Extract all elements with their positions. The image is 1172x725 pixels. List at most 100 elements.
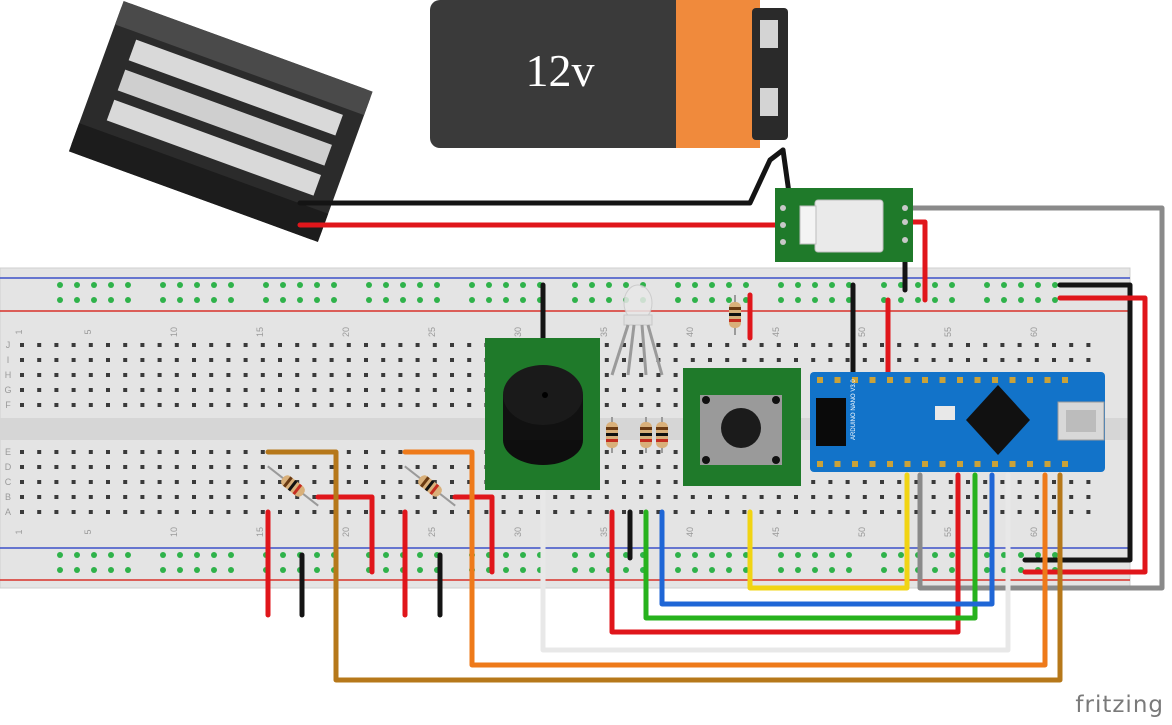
rail-hole bbox=[366, 282, 372, 288]
breadboard-hole bbox=[398, 480, 403, 484]
breadboard-hole bbox=[536, 495, 540, 499]
breadboard-hole bbox=[37, 343, 42, 347]
breadboard-hole bbox=[725, 358, 730, 362]
breadboard-hole bbox=[260, 388, 265, 392]
breadboard-hole bbox=[501, 510, 506, 514]
column-number: 35 bbox=[599, 327, 609, 337]
rail-hole bbox=[383, 297, 389, 303]
arduino-label: ARDUINO NANO V3.0 bbox=[851, 379, 857, 440]
breadboard-hole bbox=[742, 343, 747, 347]
rail-hole bbox=[743, 282, 749, 288]
rail-hole bbox=[795, 282, 801, 288]
rail-hole bbox=[812, 282, 818, 288]
breadboard-hole bbox=[794, 358, 798, 362]
nano-pin bbox=[974, 461, 981, 467]
breadboard-hole bbox=[140, 388, 145, 392]
breadboard-hole bbox=[897, 480, 902, 484]
breadboard-hole bbox=[37, 388, 42, 392]
breadboard-hole bbox=[467, 403, 472, 407]
rail-hole bbox=[160, 282, 166, 288]
breadboard-hole bbox=[656, 403, 661, 407]
rail-hole bbox=[417, 552, 423, 558]
breadboard-hole bbox=[1069, 358, 1074, 362]
breadboard-hole bbox=[123, 343, 128, 347]
breadboard-hole bbox=[20, 403, 24, 407]
breadboard-hole bbox=[880, 495, 884, 499]
breadboard-hole bbox=[931, 495, 936, 499]
breadboard-hole bbox=[415, 343, 420, 347]
breadboard-hole bbox=[88, 495, 93, 499]
breadboard-hole bbox=[1052, 358, 1056, 362]
rail-hole bbox=[846, 552, 852, 558]
rail-hole bbox=[898, 552, 904, 558]
breadboard-hole bbox=[106, 403, 110, 407]
breadboard-hole bbox=[708, 343, 712, 347]
rail-hole bbox=[280, 282, 286, 288]
breadboard-hole bbox=[432, 403, 437, 407]
nano-pin bbox=[1044, 377, 1051, 383]
rail-hole bbox=[469, 282, 475, 288]
rail-hole bbox=[469, 297, 475, 303]
breadboard-hole bbox=[639, 388, 644, 392]
breadboard-hole bbox=[880, 358, 884, 362]
rail-hole bbox=[74, 567, 80, 573]
breadboard-hole bbox=[260, 358, 265, 362]
nano-pin bbox=[974, 377, 981, 383]
rail-hole bbox=[1035, 552, 1041, 558]
breadboard-hole bbox=[673, 510, 678, 514]
breadboard-hole bbox=[106, 510, 110, 514]
resistor-icon bbox=[267, 465, 319, 507]
nano-pin bbox=[1009, 377, 1016, 383]
wires bbox=[265, 147, 1165, 683]
breadboard-hole bbox=[88, 358, 93, 362]
breadboard-hole bbox=[880, 480, 884, 484]
rail-hole bbox=[297, 282, 303, 288]
breadboard-hole bbox=[673, 465, 678, 469]
breadboard-hole bbox=[415, 510, 420, 514]
breadboard-hole bbox=[776, 495, 781, 499]
breadboard-hole bbox=[948, 358, 953, 362]
breadboard-hole bbox=[312, 465, 317, 469]
breadboard-hole bbox=[708, 358, 712, 362]
breadboard-hole bbox=[381, 510, 386, 514]
breadboard-hole bbox=[54, 358, 59, 362]
rail-hole bbox=[829, 552, 835, 558]
breadboard-hole bbox=[1034, 343, 1039, 347]
rail-hole bbox=[74, 297, 80, 303]
breadboard-hole bbox=[1052, 495, 1056, 499]
breadboard-hole bbox=[432, 343, 437, 347]
breadboard-hole bbox=[346, 388, 351, 392]
rail-hole bbox=[709, 567, 715, 573]
breadboard-hole bbox=[243, 510, 248, 514]
wire-yellow bbox=[747, 472, 910, 591]
rail-hole bbox=[57, 552, 63, 558]
breadboard-hole bbox=[106, 358, 110, 362]
breadboard-hole bbox=[192, 510, 196, 514]
breadboard-hole bbox=[880, 510, 884, 514]
nano-pin bbox=[922, 377, 928, 383]
breadboard-hole bbox=[123, 480, 128, 484]
breadboard-hole bbox=[88, 465, 93, 469]
breadboard-hole bbox=[209, 480, 214, 484]
rail-hole bbox=[829, 282, 835, 288]
rail-hole bbox=[160, 567, 166, 573]
breadboard-hole bbox=[364, 465, 368, 469]
breadboard-hole bbox=[518, 510, 523, 514]
breadboard-hole bbox=[260, 465, 265, 469]
breadboard-hole bbox=[295, 510, 300, 514]
column-number: 50 bbox=[857, 327, 867, 337]
breadboard-hole bbox=[450, 465, 454, 469]
breadboard-hole bbox=[71, 495, 76, 499]
breadboard-hole bbox=[243, 480, 248, 484]
breadboard-hole bbox=[966, 495, 970, 499]
rail-hole bbox=[228, 552, 234, 558]
breadboard-hole bbox=[20, 450, 24, 454]
rail-hole bbox=[726, 567, 732, 573]
breadboard-hole bbox=[811, 495, 816, 499]
breadboard-hole bbox=[690, 343, 695, 347]
breadboard-hole bbox=[37, 480, 42, 484]
breadboard-hole bbox=[604, 403, 609, 407]
nano-pin bbox=[852, 461, 858, 467]
breadboard-hole bbox=[914, 510, 919, 514]
breadboard-hole bbox=[673, 450, 678, 454]
